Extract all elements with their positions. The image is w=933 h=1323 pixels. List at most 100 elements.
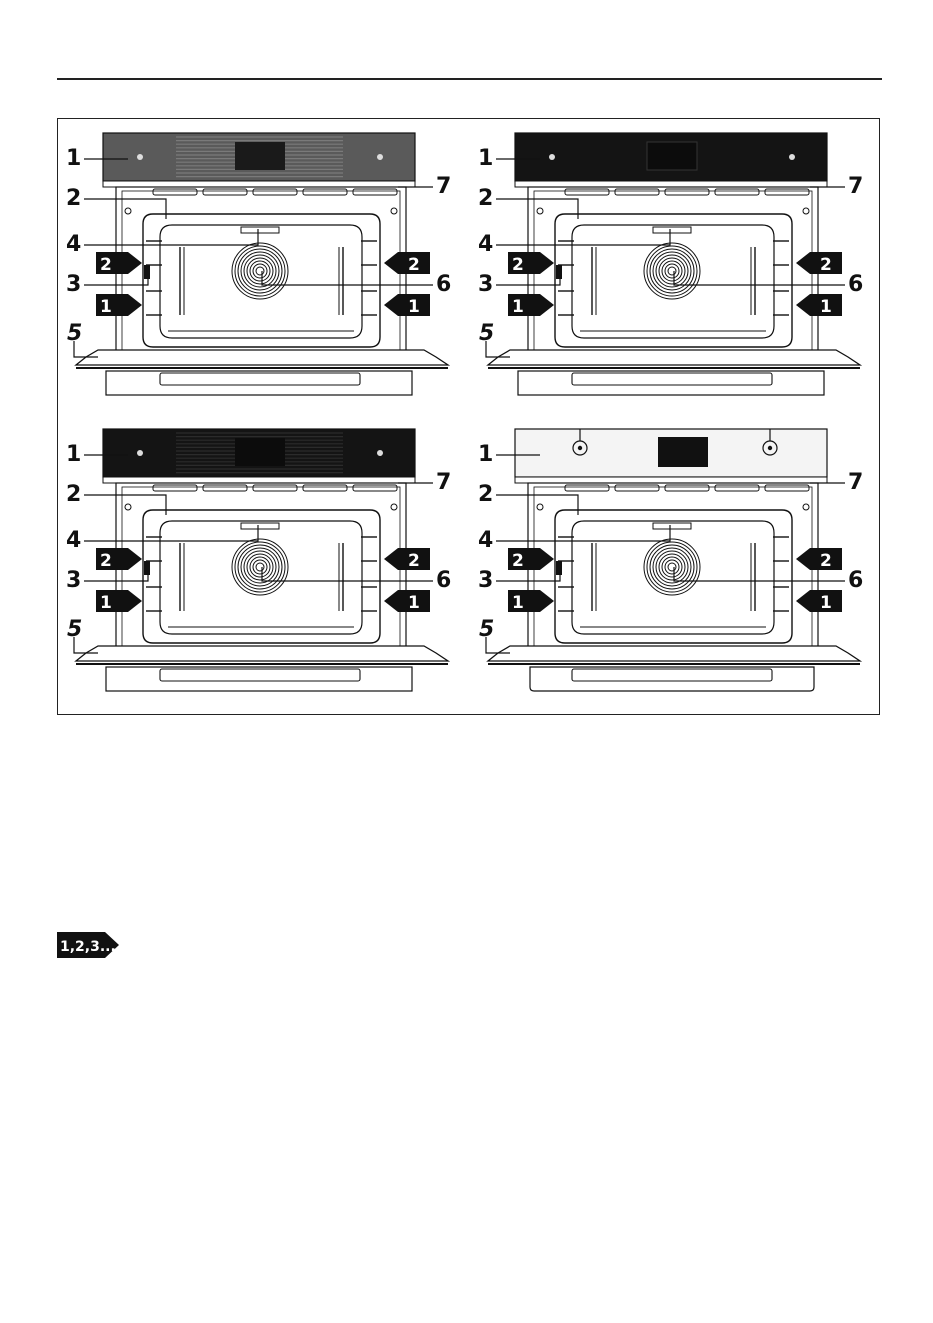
shelf-arrow-right	[796, 548, 842, 570]
label-element: 6	[436, 272, 451, 297]
label-door: 5	[479, 617, 494, 642]
vent-slot	[303, 485, 347, 491]
oven-light-icon	[556, 561, 562, 575]
fan-cover	[241, 227, 279, 233]
vent-slot	[203, 485, 247, 491]
shelf-arrow-right	[384, 590, 430, 612]
circular-heating-element	[644, 243, 700, 299]
oven-drawing: 12436752211	[58, 415, 469, 713]
label-fan: 4	[66, 232, 81, 257]
cavity-back-wall	[160, 521, 362, 634]
label-fan: 4	[478, 232, 493, 257]
label-panel: 1	[66, 146, 81, 171]
oven-door	[76, 350, 448, 365]
label-cavity-leader	[84, 199, 166, 219]
label-cavity: 2	[66, 482, 81, 507]
display-screen	[658, 437, 708, 467]
door-handle-recess	[530, 667, 814, 691]
right-control-icon	[377, 154, 383, 160]
label-light: 3	[478, 272, 493, 297]
label-fan-leader	[84, 229, 258, 245]
label-panel: 1	[478, 442, 493, 467]
vent-slot	[665, 485, 709, 491]
step-sequence-icon: 1,2,3...	[57, 932, 127, 958]
door-lower-panel	[518, 371, 824, 395]
oven-drawing: 12436752211	[58, 119, 469, 417]
shelf-label-left: 2	[100, 255, 112, 275]
screw-icon	[125, 208, 131, 214]
display-screen	[235, 438, 285, 466]
shelf-arrow-right	[384, 294, 430, 316]
vent-slot	[665, 189, 709, 195]
label-door: 5	[67, 321, 82, 346]
right-control-icon	[789, 154, 795, 160]
rack-left	[558, 241, 596, 315]
shelf-label-right: 2	[820, 255, 832, 275]
screw-icon	[803, 208, 809, 214]
label-vent: 7	[848, 470, 863, 495]
label-panel: 1	[478, 146, 493, 171]
label-door: 5	[479, 321, 494, 346]
fan-cover	[241, 523, 279, 529]
label-fan-leader	[84, 525, 258, 541]
shelf-label-right: 1	[408, 593, 420, 613]
left-control-icon	[137, 154, 143, 160]
shelf-label-left: 2	[512, 551, 524, 571]
vent-slot	[765, 189, 809, 195]
shelf-label-right: 1	[820, 593, 832, 613]
label-vent: 7	[436, 470, 451, 495]
shelf-label-right: 1	[820, 297, 832, 317]
circular-heating-element	[232, 243, 288, 299]
shelf-label-left: 2	[100, 551, 112, 571]
rack-left	[146, 241, 184, 315]
oven-light-icon	[556, 265, 562, 279]
label-vent: 7	[436, 174, 451, 199]
screw-icon	[537, 504, 543, 510]
oven-light-icon	[144, 265, 150, 279]
vent-slot	[615, 189, 659, 195]
shelf-label-left: 1	[100, 593, 112, 613]
screw-icon	[125, 504, 131, 510]
rack-right	[339, 537, 377, 611]
shelf-arrow-right	[384, 252, 430, 274]
vent-slot	[253, 485, 297, 491]
label-vent: 7	[848, 174, 863, 199]
shelf-label-right: 2	[820, 551, 832, 571]
screw-icon	[391, 504, 397, 510]
top-trim	[515, 181, 827, 187]
door-lower-panel	[106, 371, 412, 395]
label-light: 3	[478, 568, 493, 593]
label-element: 6	[848, 272, 863, 297]
oven-light-icon	[144, 561, 150, 575]
display-screen	[647, 142, 697, 170]
fan-cover	[653, 523, 691, 529]
vent-slot	[153, 189, 197, 195]
vent-slot	[353, 485, 397, 491]
label-door: 5	[67, 617, 82, 642]
rack-right	[751, 241, 789, 315]
top-trim	[103, 181, 415, 187]
shelf-label-right: 2	[408, 255, 420, 275]
screw-icon	[391, 208, 397, 214]
oven-door	[76, 646, 448, 661]
label-cavity-leader	[496, 199, 578, 219]
vent-slot	[153, 485, 197, 491]
cavity-back-wall	[572, 225, 774, 338]
shelf-arrow-right	[384, 548, 430, 570]
left-control-icon	[549, 154, 555, 160]
label-element: 6	[436, 568, 451, 593]
rack-right	[339, 241, 377, 315]
right-control-icon	[377, 450, 383, 456]
screw-icon	[537, 208, 543, 214]
label-cavity-leader	[84, 495, 166, 515]
vent-slot	[765, 485, 809, 491]
vent-slot	[715, 485, 759, 491]
top-trim	[515, 477, 827, 483]
